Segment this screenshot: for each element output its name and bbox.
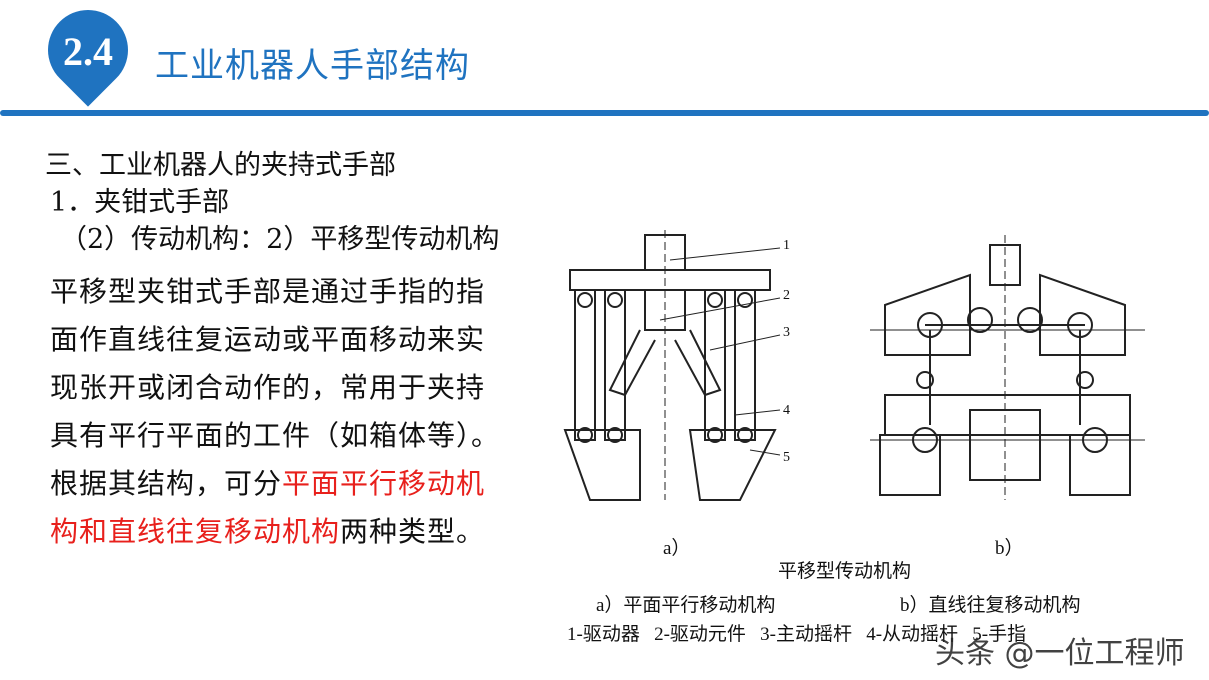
header-divider xyxy=(0,110,1209,116)
figure-caption-b: b）直线往复移动机构 xyxy=(900,595,1081,616)
figure-title: 平移型传动机构 xyxy=(778,561,912,582)
figure-b-drawing xyxy=(870,235,1145,500)
callout-5: 5 xyxy=(783,450,790,465)
callout-1: 1 xyxy=(783,238,790,253)
figure-legend: 1-驱动器 2-驱动元件 3-主动摇杆 4-从动摇杆 5-手指 xyxy=(567,624,1027,645)
figure-a-drawing xyxy=(563,230,781,501)
paragraph-text-end: 两种类型。 xyxy=(340,515,486,548)
callout-3: 3 xyxy=(783,325,790,340)
page-title: 工业机器人手部结构 xyxy=(155,46,470,86)
paragraph-text: 平移型夹钳式手部是通过手指的指面作直线往复运动或平面移动来实现张开或闭合动作的，… xyxy=(50,275,501,500)
figure-b-label: b） xyxy=(995,538,1024,559)
highlight-text: 平面平行移动机构和直线往复移动机构 xyxy=(50,467,486,548)
heading-2: 1．夹钳式手部 xyxy=(50,187,230,218)
heading-3: （2）传动机构：2）平移型传动机构 xyxy=(60,224,500,255)
figure-caption-a: a）平面平行移动机构 xyxy=(596,595,776,616)
heading-1: 三、工业机器人的夹持式手部 xyxy=(45,150,396,181)
section-number: 2.4 xyxy=(63,29,113,74)
figure-a-label: a） xyxy=(663,538,691,559)
callout-2: 2 xyxy=(783,288,790,303)
callout-4: 4 xyxy=(783,403,790,418)
description-paragraph: 平移型夹钳式手部是通过手指的指面作直线往复运动或平面移动来实现张开或闭合动作的，… xyxy=(50,268,500,556)
watermark: 头条 @一位工程师 xyxy=(935,636,1185,671)
